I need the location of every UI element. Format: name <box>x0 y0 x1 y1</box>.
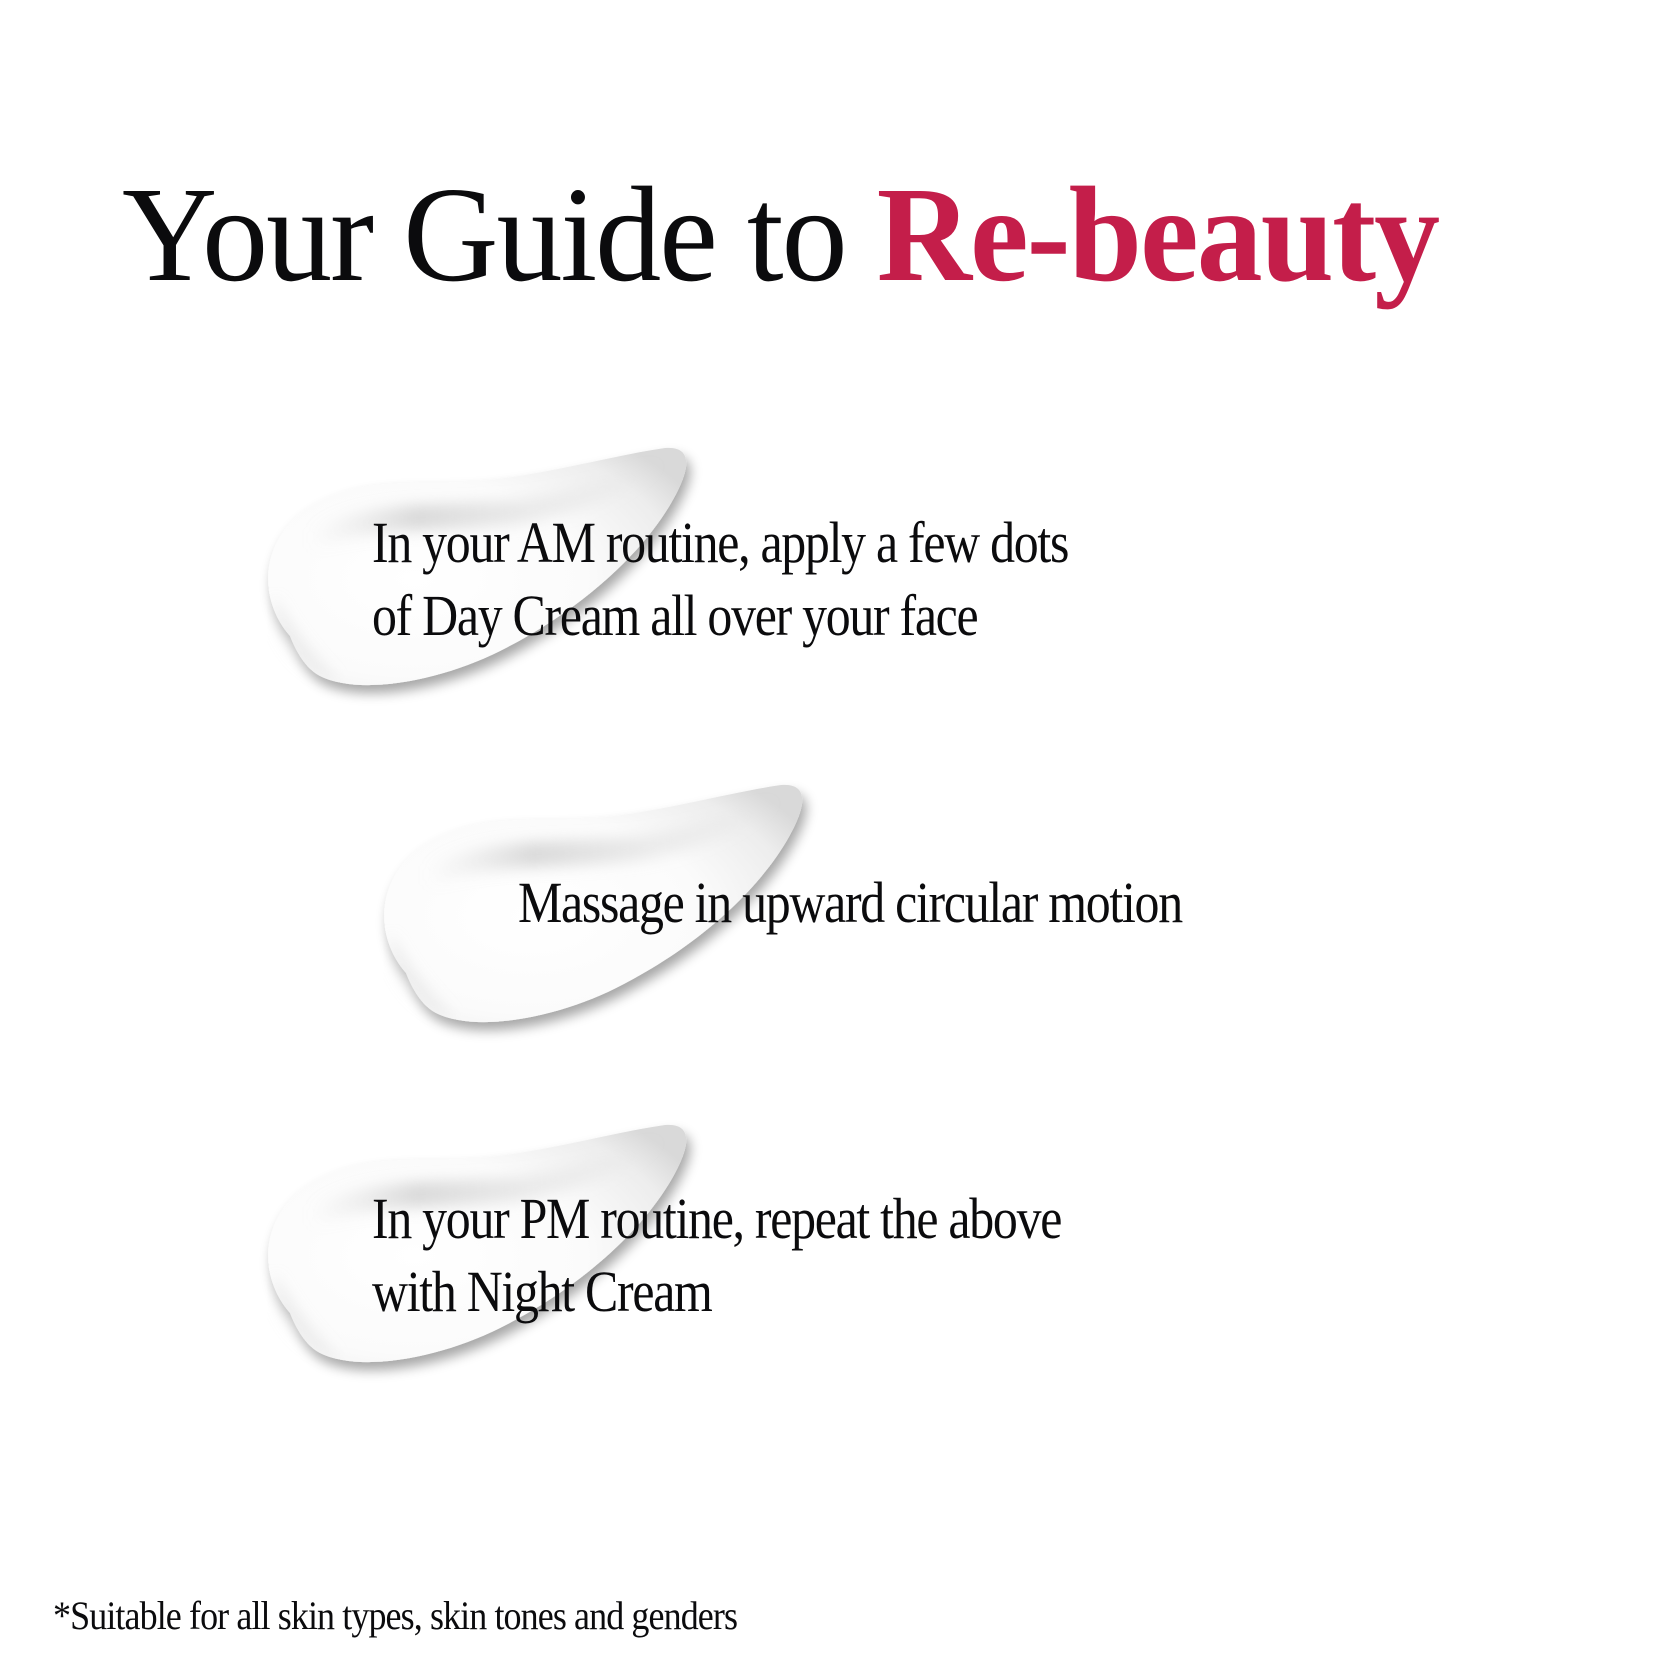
step-2-text: Massage in upward circular motion <box>518 866 1183 939</box>
title-highlight: Re-beauty <box>876 160 1440 310</box>
step-3-line-2: with Night Cream <box>372 1259 713 1324</box>
step-1-text: In your AM routine, apply a few dots of … <box>372 506 1069 652</box>
step-3-text: In your PM routine, repeat the above wit… <box>372 1182 1062 1328</box>
step-3-line-1: In your PM routine, repeat the above <box>372 1186 1062 1251</box>
step-1-line-2: of Day Cream all over your face <box>372 583 979 648</box>
title-prefix: Your Guide to <box>122 160 877 310</box>
page-title: Your Guide to Re-beauty <box>122 160 1519 310</box>
step-1-line-1: In your AM routine, apply a few dots <box>372 510 1069 575</box>
step-2-line-1: Massage in upward circular motion <box>518 870 1183 935</box>
footnote: *Suitable for all skin types, skin tones… <box>53 1593 738 1638</box>
